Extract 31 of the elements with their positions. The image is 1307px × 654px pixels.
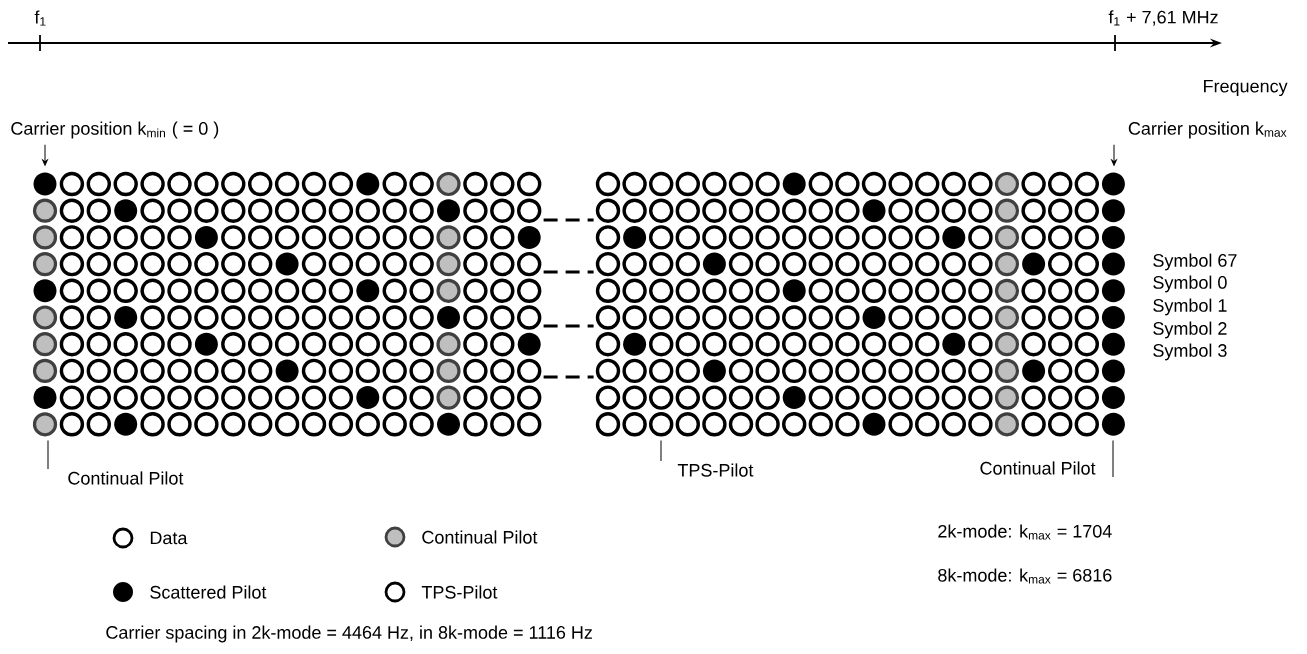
symbol-label: Symbol 3 xyxy=(1153,343,1227,361)
leader-line xyxy=(47,440,49,470)
connector-line xyxy=(543,324,594,328)
text-label: Carrier position k$_{max}$ xyxy=(1128,121,1287,139)
mode-note: 2k-mode: k$_{max}$ = 1704 xyxy=(938,524,1112,540)
legend-label: Data xyxy=(150,531,188,545)
legend-label: Continual Pilot xyxy=(422,530,538,544)
connector-line xyxy=(543,270,594,274)
leader-line xyxy=(660,440,662,462)
text-label: TPS-Pilot xyxy=(677,463,754,477)
connector-line xyxy=(543,375,594,379)
text-label: Continual Pilot xyxy=(980,461,1096,475)
axis-label: f$_{1}$ xyxy=(34,10,46,26)
pointer-arrow xyxy=(42,144,48,166)
symbol-label: Symbol 67 xyxy=(1153,253,1237,271)
symbol-label: Symbol 0 xyxy=(1153,275,1227,293)
text-label: Continual Pilot xyxy=(68,471,184,485)
symbol-label: Symbol 1 xyxy=(1153,298,1227,316)
mode-note: 8k-mode: k$_{max}$ = 6816 xyxy=(938,568,1112,584)
axis-label: f$_{1}$ + 7,61 MHz xyxy=(1108,10,1218,26)
connector-line xyxy=(543,218,594,222)
pointer-arrow xyxy=(1111,144,1117,166)
spacing-note: Carrier spacing in 2k-mode = 4464 Hz, in 8k-mode = 1116 Hz xyxy=(106,625,592,643)
carrier-grid-drawing xyxy=(595,171,1125,437)
leader-line xyxy=(1112,440,1114,478)
axis-title: Frequency xyxy=(1204,79,1288,97)
legend-label: Scattered Pilot xyxy=(150,585,267,599)
symbol-label: Symbol 2 xyxy=(1153,321,1227,339)
text-label: Carrier position k$_{min}$ ( = 0 ) xyxy=(11,121,219,139)
legend-label: TPS-Pilot xyxy=(421,585,498,599)
carrier-grid-drawing xyxy=(32,171,542,437)
